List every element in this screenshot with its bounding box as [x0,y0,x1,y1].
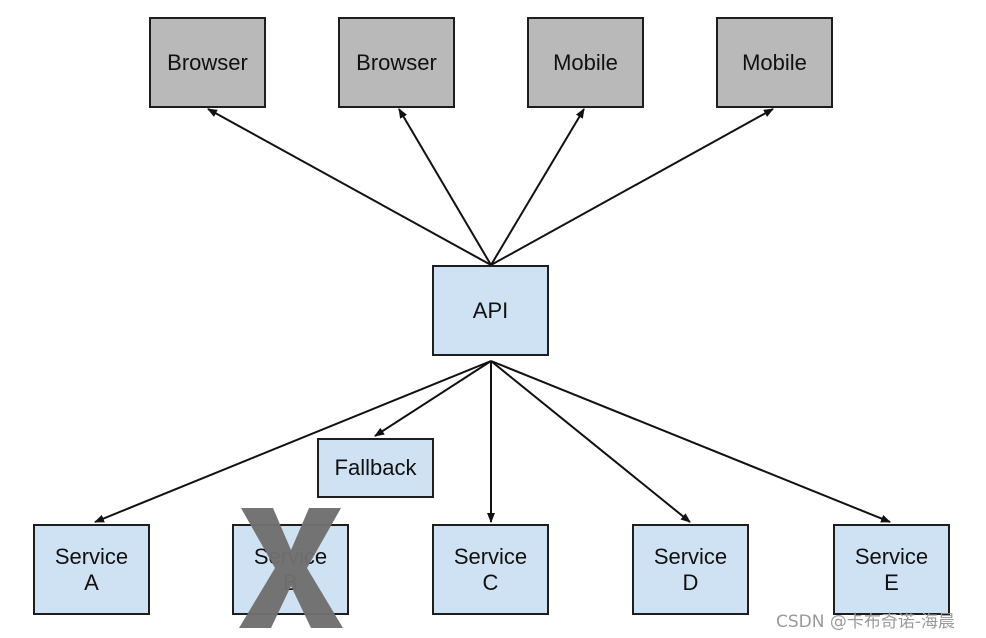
node-label: Browser [167,49,248,75]
service-d-node: Service D [632,524,749,615]
service-a-node: Service A [33,524,150,615]
mobile-client-node: Mobile [527,17,644,108]
arrow-api-to-service-e [490,360,891,523]
node-label: Fallback [334,455,417,480]
arrow-api-to-service-d [490,360,691,523]
browser-client-node: Browser [338,17,455,108]
service-e-node: Service E [833,524,950,615]
arrow-api-to-service-a [94,360,492,523]
node-label: Mobile [553,49,618,75]
node-label-line-2: A [84,569,99,595]
arrow-api-to-browser-1 [207,108,492,266]
node-label-line-1: Service [453,543,528,569]
node-label-line-2: E [884,569,899,595]
watermark-text: CSDN @卡布奇诺-海晨 [776,612,956,632]
arrow-api-to-browser-2 [398,108,492,266]
service-c-node: Service C [432,524,549,615]
mobile-client-node: Mobile [716,17,833,108]
arrow-api-to-mobile-1 [490,108,585,266]
node-label: API [472,297,509,323]
fallback-node: Fallback [317,438,434,498]
node-label-line-1: Service [854,543,929,569]
node-label: Browser [356,49,437,75]
api-gateway-node: API [432,265,549,356]
node-label: Mobile [742,49,807,75]
node-label-line-1: Service [653,543,728,569]
arrow-api-to-fallback [374,360,492,437]
arrow-api-to-mobile-2 [490,108,774,266]
browser-client-node: Browser [149,17,266,108]
node-label-line-2: D [682,569,699,595]
node-label-line-2: C [482,569,499,595]
failure-x-icon [239,508,343,628]
node-label-line-1: Service [54,543,129,569]
